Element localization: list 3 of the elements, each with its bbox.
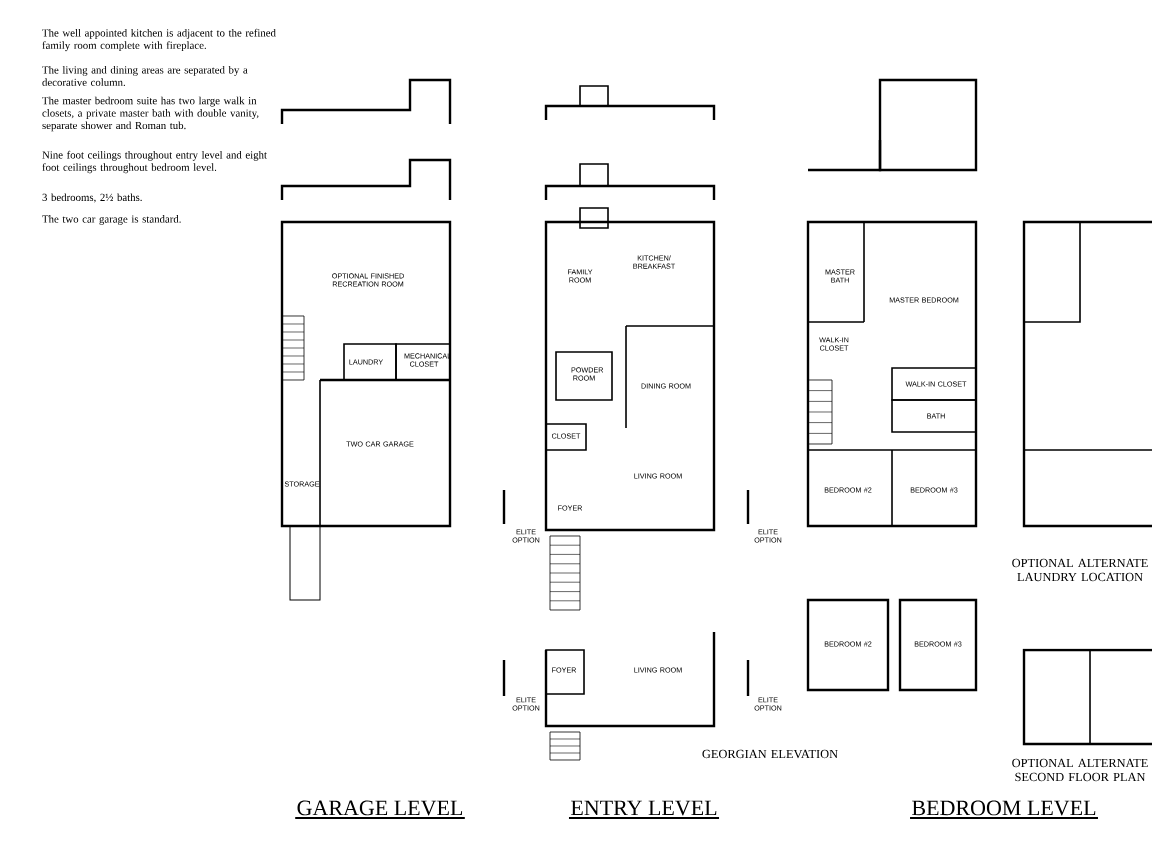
level-heading: BEDROOM LEVEL (909, 800, 1099, 820)
level-heading: ENTRY LEVEL (568, 800, 721, 820)
level-heading: GARAGE LEVEL (294, 800, 466, 820)
